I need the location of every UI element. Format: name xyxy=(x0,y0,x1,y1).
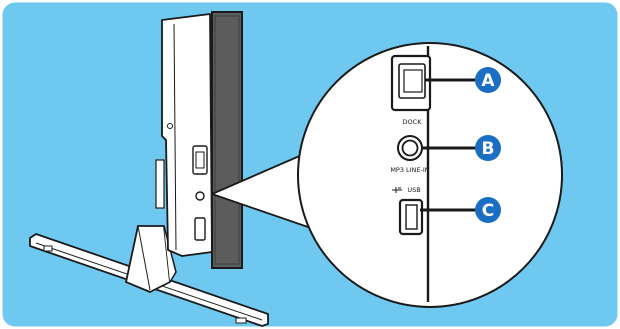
audio-jack-icon xyxy=(397,135,423,161)
usb-icon xyxy=(392,187,402,193)
badge-a: A xyxy=(475,67,501,93)
usb-port-small xyxy=(194,217,206,241)
screen-bezel xyxy=(211,11,243,269)
badge-c: C xyxy=(475,197,501,223)
magnifier-circle xyxy=(297,42,563,308)
port-label-mp3-line-in: MP3 LINE-IN xyxy=(390,166,429,174)
audio-jack-small xyxy=(195,191,205,201)
usb-port-icon xyxy=(398,198,424,236)
svg-text:A: A xyxy=(481,71,495,91)
dock-port-icon xyxy=(390,54,432,112)
svg-text:B: B xyxy=(482,139,495,159)
port-label-usb: USB xyxy=(407,186,420,194)
device-side-view xyxy=(29,11,269,327)
port-label-dock: DOCK xyxy=(403,118,423,126)
badge-b: B xyxy=(475,135,501,161)
svg-text:C: C xyxy=(482,201,494,221)
